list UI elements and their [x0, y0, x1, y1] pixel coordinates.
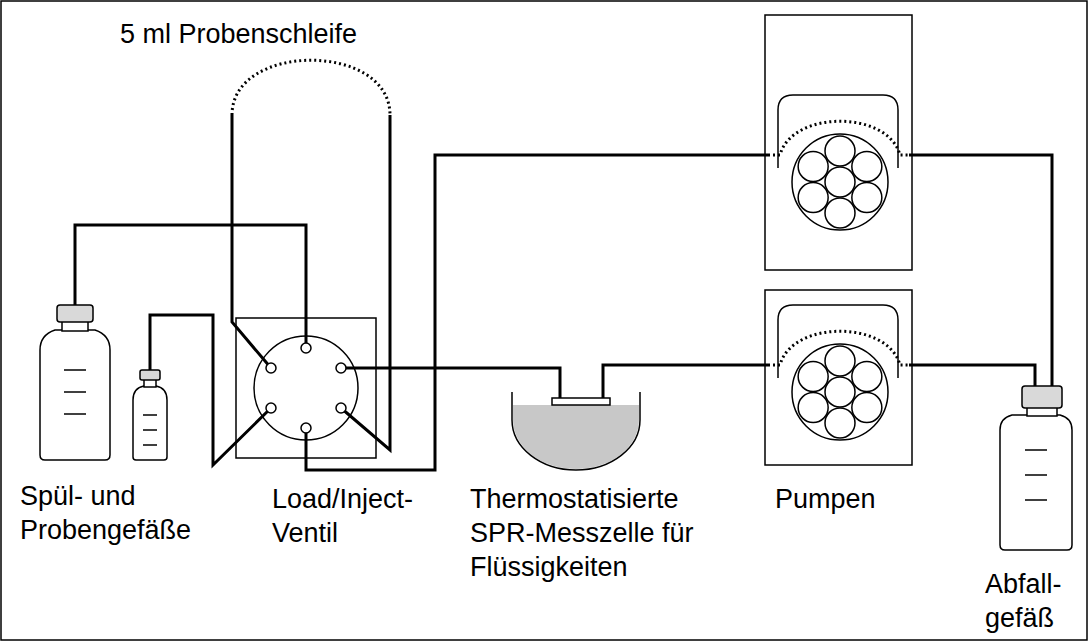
rotor-roller	[798, 362, 828, 392]
sample-bottle	[133, 370, 167, 460]
tubing	[909, 155, 1052, 386]
pump-node: Pumpen	[765, 15, 912, 465]
node-label: Thermostatisierte SPR-Messzelle für Flüs…	[470, 483, 730, 584]
node-label: Abfall- gefäß	[985, 568, 1080, 636]
valve-node: Load/Inject- Ventil	[236, 318, 376, 458]
rotor-roller	[798, 152, 828, 182]
tubing	[909, 365, 1035, 386]
rotor-roller	[825, 136, 855, 166]
rotor-roller	[825, 167, 855, 197]
pump-top	[765, 15, 912, 270]
rotor-roller	[852, 183, 882, 213]
rotor-roller	[798, 183, 828, 213]
rotor-roller	[798, 393, 828, 423]
waste-bottle	[1000, 386, 1072, 550]
vessel-group: Spül- und Probengefäße	[38, 305, 170, 460]
rotor-roller	[825, 377, 855, 407]
load-inject-valve	[236, 318, 376, 458]
tubing	[341, 368, 560, 398]
spr-cell	[512, 392, 640, 470]
loop-label: 5 ml Probenschleife	[120, 18, 357, 52]
tubing	[75, 225, 306, 348]
rotor-roller	[825, 346, 855, 376]
cell-node: Thermostatisierte SPR-Messzelle für Flüs…	[512, 392, 640, 470]
node-label: Load/Inject- Ventil	[272, 483, 447, 551]
sample-loop	[232, 60, 390, 450]
pump-bottom	[765, 290, 912, 465]
waste-node: Abfall- gefäß	[1000, 386, 1072, 550]
rotor-roller	[852, 393, 882, 423]
tubing	[150, 315, 271, 465]
node-label: Spül- und Probengefäße	[20, 480, 250, 548]
tubing	[603, 365, 768, 398]
rotor-roller	[825, 198, 855, 228]
node-label: Pumpen	[775, 483, 915, 517]
rotor-roller	[852, 362, 882, 392]
rotor-roller	[852, 152, 882, 182]
rotor-roller	[825, 408, 855, 438]
rinse-bottle	[40, 305, 110, 460]
